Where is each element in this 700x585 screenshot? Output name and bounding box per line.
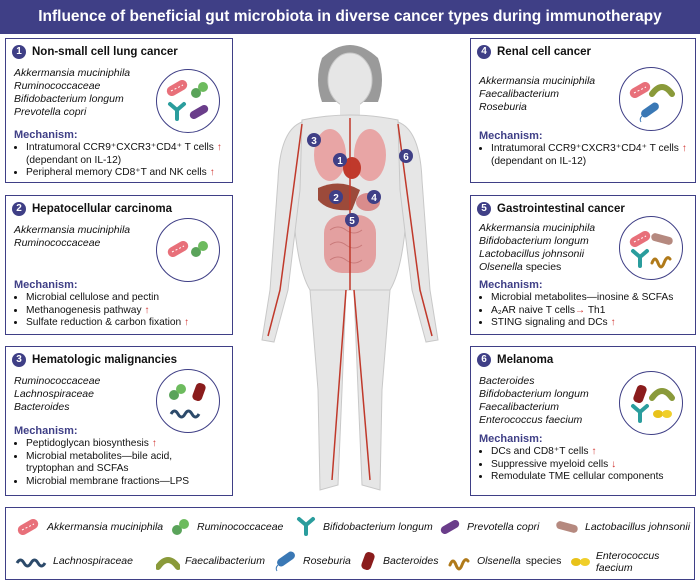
mechanism-label: Mechanism: [479,279,543,291]
mechanism-label: Mechanism: [479,433,543,445]
panel-title: Melanoma [497,354,554,366]
legend-item: Prevotella copri [438,516,539,538]
lachnospiraceae-icon [15,558,47,568]
body-marker-4: 4 [371,193,377,204]
body-marker-3: 3 [311,136,317,147]
bacteroides-icon [360,550,376,572]
panel-title: Gastrointestinal cancer [497,203,625,215]
up-arrow-icon: ↑ [151,438,157,449]
mechanism-label: Mechanism: [14,425,78,437]
panel-title: Non-small cell lung cancer [32,46,178,58]
human-body-figure: 1 2 3 4 5 6 [261,45,439,491]
bacteria-circle [619,67,683,131]
faecalibacterium-icon [156,550,180,572]
panel-nsclc: 1 Non-small cell lung cancer Akkermansia … [5,38,233,183]
legend: Akkermansia muciniphila Ruminococcaceae … [5,507,695,580]
bacteria-circle [619,216,683,280]
body-marker-1: 1 [337,156,343,167]
bacteria-circle [156,69,220,133]
up-arrow-icon: ↑ [144,304,150,316]
legend-item: Bifidobacterium longum [294,516,433,538]
up-arrow-icon: ↑ [681,143,687,154]
roseburia-icon [275,550,297,572]
right-arrow-icon: → [574,304,586,316]
mechanism-list: Intratumoral CCR9⁺CXCR3⁺CD4⁺ T cells ↑(d… [14,142,222,180]
mechanism-label: Mechanism: [14,279,78,291]
up-arrow-icon: ↑ [209,167,215,178]
panel-gastrointestinal: 5 Gastrointestinal cancer Akkermansia muc… [470,195,696,335]
legend-item: Bacteroides [358,550,438,572]
ruminococcaceae-icon [172,519,189,535]
up-arrow-icon: ↑ [591,446,597,457]
panel-number: 2 [12,202,26,216]
bacteria-circle [156,369,220,433]
panel-number: 1 [12,45,26,59]
prevotella-icon [439,518,461,536]
figure-title: Influence of beneficial gut microbiota i… [0,0,700,34]
body-marker-5: 5 [349,216,355,227]
up-arrow-icon: ↑ [216,142,222,153]
mechanism-list: Intratumoral CCR9⁺CXCR3⁺CD4⁺ T cells ↑(d… [479,143,687,168]
panel-number: 6 [477,353,491,367]
legend-item: Ruminococcaceae [168,516,283,538]
panel-title: Hematologic malignancies [32,354,178,366]
legend-item: Lachnospiraceae [14,550,133,572]
panel-renal: 4 Renal cell cancer Akkermansia muciniphi… [470,38,696,183]
olsenella-icon [448,558,470,571]
body-marker-6: 6 [403,152,409,163]
legend-item: Lactobacillus johnsonii [554,516,690,538]
bifidobacterium-icon [297,517,315,536]
mechanism-list: Peptidoglycan biosynthesis ↑ Microbial m… [14,438,189,488]
panel-title: Renal cell cancer [497,46,591,58]
lactobacillus-icon [555,520,579,534]
mechanism-label: Mechanism: [14,129,78,141]
legend-item: Akkermansia muciniphila [14,516,163,538]
legend-item: Enterococcus faecium [568,550,694,574]
akkermansia-icon [15,516,41,538]
bacteria-circle [619,371,683,435]
bacteria-circle [156,218,220,282]
legend-item: Olsenella species [448,550,561,572]
mechanism-label: Mechanism: [479,130,543,142]
down-arrow-icon: ↓ [611,458,617,470]
mechanism-list: DCs and CD8⁺T cells ↑ Suppressive myeloi… [479,446,664,484]
up-arrow-icon: ↑ [184,317,190,328]
enterococcus-icon [571,558,590,566]
panel-hcc: 2 Hepatocellular carcinoma Akkermansia mu… [5,195,233,335]
legend-item: Faecalibacterium [156,550,265,572]
panel-hematologic: 3 Hematologic malignancies Ruminococcacea… [5,346,233,496]
panel-number: 4 [477,45,491,59]
up-arrow-icon: ↑ [610,317,616,328]
mechanism-list: Microbial metabolites—inosine & SCFAs A₂… [479,292,673,330]
panel-title: Hepatocellular carcinoma [32,203,172,215]
body-marker-2: 2 [333,193,339,204]
panel-number: 5 [477,202,491,216]
panel-number: 3 [12,353,26,367]
legend-item: Roseburia [274,550,351,572]
mechanism-list: Microbial cellulose and pectin Methanoge… [14,292,189,330]
